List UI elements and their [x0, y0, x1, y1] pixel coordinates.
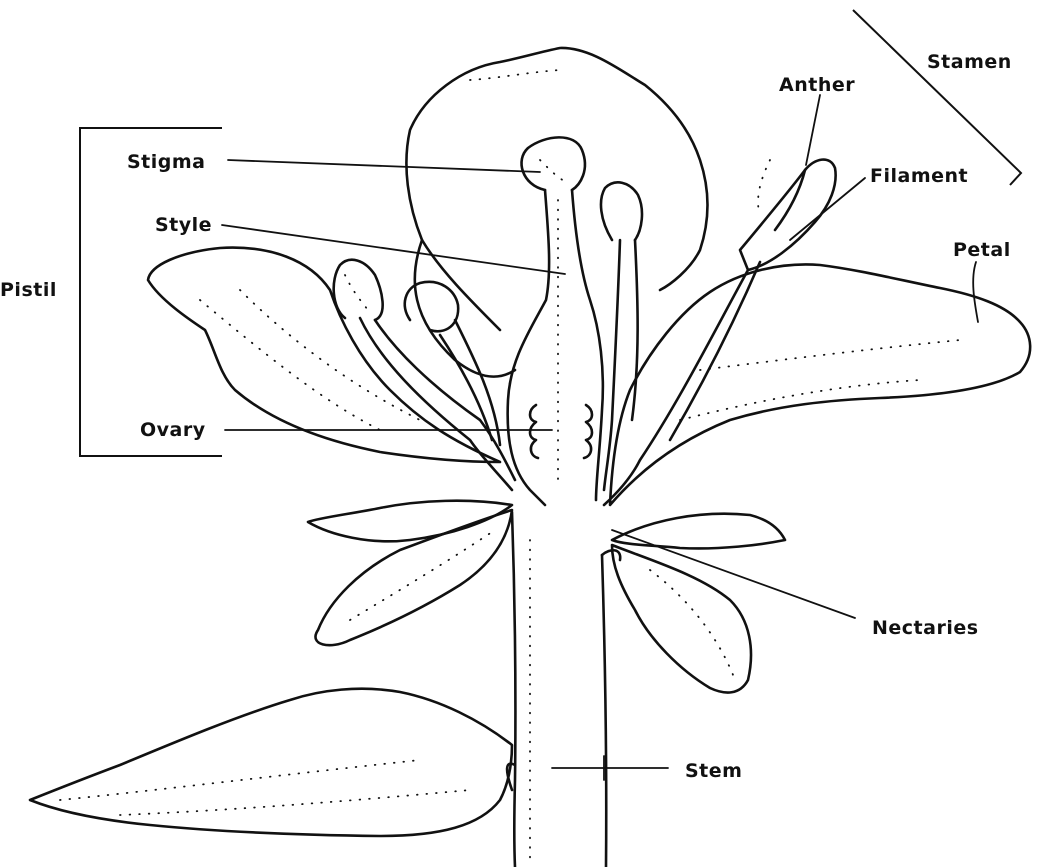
anther-label: Anther	[779, 74, 855, 96]
stem	[512, 512, 620, 867]
anther-leader-line	[806, 95, 820, 165]
sepals	[308, 501, 785, 693]
style-leader-line	[222, 225, 565, 274]
stigma-leader-line	[228, 160, 540, 172]
right-petal	[610, 264, 1030, 505]
bottom-leaf	[30, 689, 515, 836]
stamen-label: Stamen	[927, 51, 1012, 73]
pistil-bracket	[80, 128, 222, 456]
stamen-bracket	[853, 10, 1021, 185]
filament-leader-line	[790, 178, 865, 240]
filament-label: Filament	[870, 165, 968, 187]
petal-leader-line	[973, 262, 978, 322]
petal-label: Petal	[953, 239, 1011, 261]
pistil-label: Pistil	[0, 279, 57, 301]
ovary-label: Ovary	[140, 419, 206, 441]
stem-label: Stem	[685, 760, 742, 782]
stigma-label: Stigma	[127, 151, 206, 173]
pistil-structure	[508, 137, 603, 505]
right-stamens	[601, 160, 836, 505]
style-label: Style	[155, 214, 212, 236]
nectaries-label: Nectaries	[872, 617, 979, 639]
